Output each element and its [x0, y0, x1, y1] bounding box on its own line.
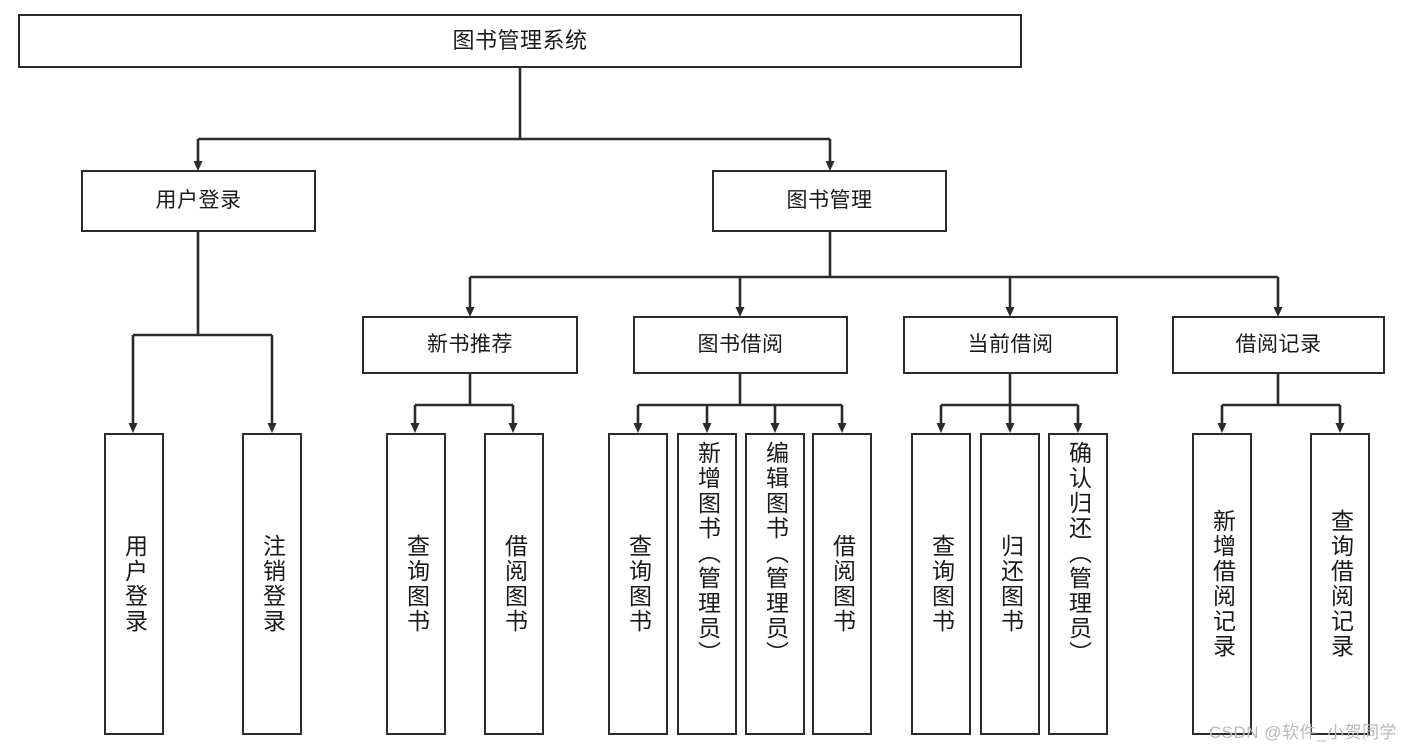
node-label: 查询图书	[625, 534, 652, 634]
node-label: 用户登录	[155, 188, 242, 212]
node-leaf-query-borrow-record[interactable]: 查询借阅记录	[1310, 433, 1370, 735]
node-leaf-borrow-book[interactable]: 借阅图书	[812, 433, 872, 735]
node-label: 图书管理系统	[452, 28, 588, 54]
node-label: 借阅图书	[829, 534, 856, 634]
csdn-watermark: CSDN @软件_小贺同学	[1208, 723, 1397, 742]
node-label: 确认归还（管理员）	[1065, 441, 1092, 666]
node-label: 查询图书	[403, 534, 430, 634]
node-label: 用户登录	[121, 534, 148, 634]
node-leaf-return-book[interactable]: 归还图书	[980, 433, 1040, 735]
node-leaf-confirm-return-admin[interactable]: 确认归还（管理员）	[1048, 433, 1108, 735]
node-root-book-management-system[interactable]: 图书管理系统	[18, 14, 1022, 68]
node-label: 新增借阅记录	[1209, 509, 1236, 659]
node-label: 查询借阅记录	[1327, 509, 1354, 659]
node-leaf-edit-book-admin[interactable]: 编辑图书（管理员）	[745, 433, 805, 735]
node-label: 归还图书	[997, 534, 1024, 634]
node-label: 图书借阅	[697, 332, 784, 356]
node-borrow-record[interactable]: 借阅记录	[1172, 316, 1385, 374]
node-leaf-query-book-current[interactable]: 查询图书	[911, 433, 971, 735]
node-leaf-query-book-borrow[interactable]: 查询图书	[608, 433, 668, 735]
node-label: 新书推荐	[427, 332, 513, 356]
node-leaf-add-borrow-record[interactable]: 新增借阅记录	[1192, 433, 1252, 735]
node-new-book-recommend[interactable]: 新书推荐	[362, 316, 578, 374]
node-current-borrow[interactable]: 当前借阅	[903, 316, 1118, 374]
node-leaf-borrow-book-recommend[interactable]: 借阅图书	[484, 433, 544, 735]
node-label: 查询图书	[928, 534, 955, 634]
node-leaf-query-book-recommend[interactable]: 查询图书	[386, 433, 446, 735]
node-label: 借阅图书	[501, 534, 528, 634]
node-book-management[interactable]: 图书管理	[712, 170, 947, 232]
node-label: 借阅记录	[1235, 332, 1322, 356]
node-book-borrow[interactable]: 图书借阅	[633, 316, 848, 374]
node-leaf-add-book-admin[interactable]: 新增图书（管理员）	[677, 433, 737, 735]
node-label: 图书管理	[786, 188, 873, 212]
node-label: 注销登录	[259, 534, 286, 634]
node-label: 新增图书（管理员）	[694, 441, 721, 666]
node-leaf-logout-login[interactable]: 注销登录	[242, 433, 302, 735]
node-leaf-user-login[interactable]: 用户登录	[104, 433, 164, 735]
node-label: 当前借阅	[967, 332, 1054, 356]
node-label: 编辑图书（管理员）	[762, 441, 789, 666]
node-user-login[interactable]: 用户登录	[81, 170, 316, 232]
